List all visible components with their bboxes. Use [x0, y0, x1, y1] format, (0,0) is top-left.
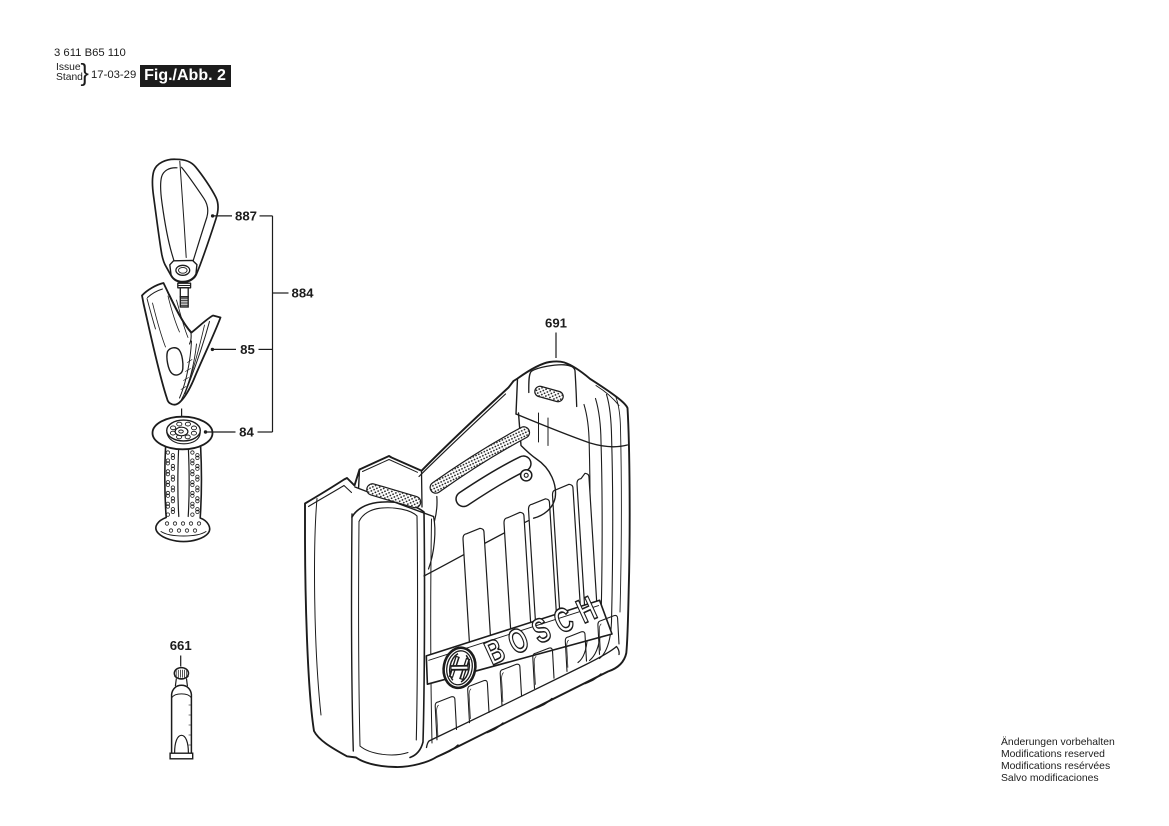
svg-text:84: 84	[239, 425, 254, 440]
svg-text:691: 691	[545, 316, 567, 331]
svg-text:661: 661	[170, 638, 192, 653]
svg-text:85: 85	[240, 342, 255, 357]
svg-text:887: 887	[235, 209, 257, 224]
svg-text:884: 884	[291, 286, 314, 301]
